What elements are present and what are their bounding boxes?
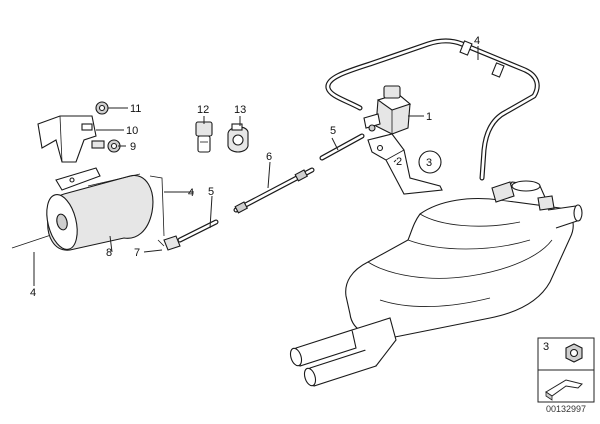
bolt-11[interactable] — [95, 101, 109, 115]
callout-7: 7 — [134, 247, 140, 259]
vent-line-6[interactable] — [233, 167, 315, 214]
callout-5-lower: 5 — [208, 186, 214, 198]
rear-muffler — [289, 180, 583, 387]
callout-8: 8 — [106, 247, 112, 259]
callout-4-mid: 4 — [188, 187, 194, 199]
connector-7[interactable] — [157, 235, 181, 251]
vent-hose-top[interactable] — [325, 38, 540, 181]
legend-label: 3 — [543, 341, 549, 353]
callout-labels: 1 2 4 4 4 5 5 6 7 8 9 10 11 12 13 — [30, 35, 480, 299]
callout-9: 9 — [130, 141, 136, 153]
clip-12[interactable] — [195, 121, 213, 153]
leader-lines — [33, 46, 479, 286]
purge-valve[interactable] — [363, 85, 412, 135]
callout-13: 13 — [234, 104, 246, 116]
callout-4-top: 4 — [474, 35, 480, 47]
callout-12: 12 — [197, 104, 209, 116]
callout-1: 1 — [426, 111, 432, 123]
callout-6: 6 — [266, 151, 272, 163]
charcoal-canister[interactable] — [42, 167, 154, 253]
hose-5-upper[interactable] — [319, 133, 365, 161]
callout-2: 2 — [396, 156, 402, 168]
callout-4-left: 4 — [30, 287, 36, 299]
callout-5-upper: 5 — [330, 125, 336, 137]
legend-box: 3 00132997 — [537, 337, 595, 414]
arrow-icon — [545, 379, 583, 401]
callout-10: 10 — [126, 125, 138, 137]
canister-bracket[interactable] — [37, 115, 97, 163]
clamp-13[interactable] — [227, 123, 249, 153]
nut-reference-circle[interactable]: 3 — [418, 150, 442, 174]
nut-icon — [565, 343, 583, 363]
callout-11: 11 — [130, 103, 141, 115]
drawing-number: 00132997 — [546, 404, 586, 414]
callout-3-in-circle: 3 — [426, 157, 432, 169]
valve-bracket[interactable] — [367, 133, 443, 195]
screw-10[interactable] — [91, 140, 105, 149]
